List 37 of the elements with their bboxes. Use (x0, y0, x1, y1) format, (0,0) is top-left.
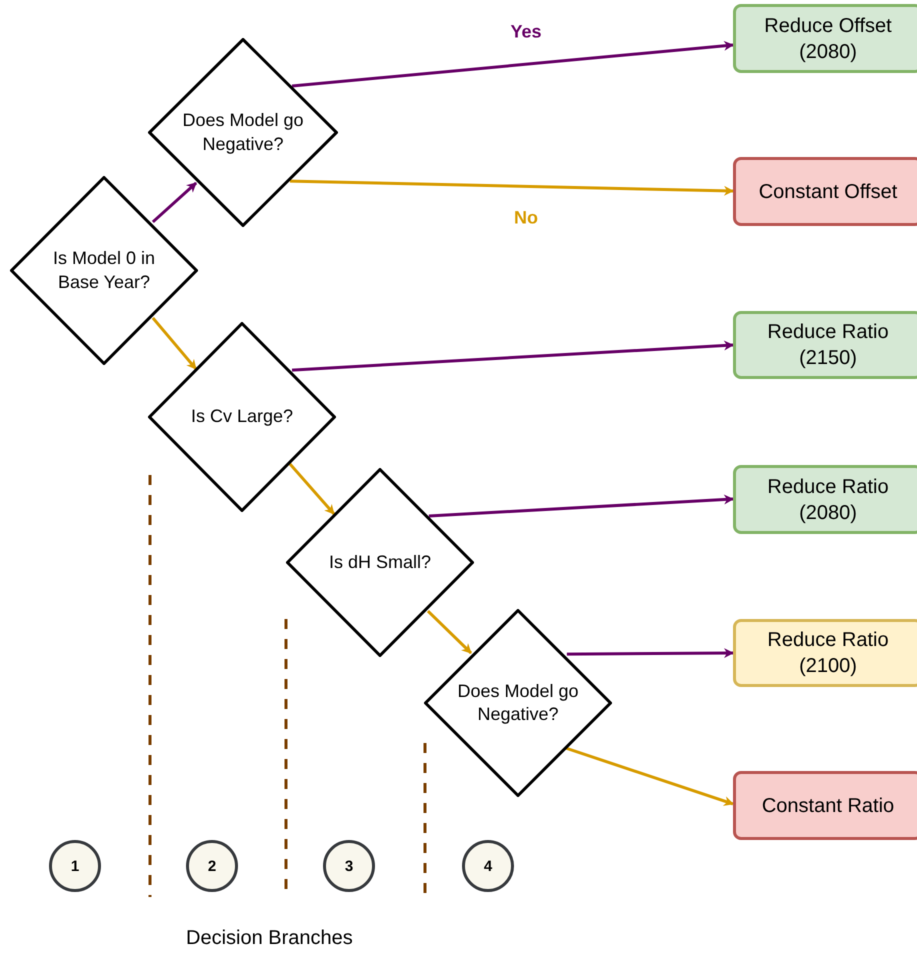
decision-diamond (10, 176, 198, 365)
outcome-box (733, 619, 917, 687)
arrow (152, 182, 198, 224)
arrow (428, 494, 734, 518)
outcome-box (733, 157, 917, 226)
decision-diamond (286, 468, 474, 657)
node-label: Reduce Offset (2080) (763, 14, 893, 64)
arrow (292, 40, 734, 88)
node-label: Does Model go Negative? (181, 109, 305, 156)
node-label: 4 (484, 858, 492, 874)
arrow (292, 340, 734, 372)
arrow (290, 180, 734, 196)
node-label: Does Model go Negative? (456, 680, 580, 726)
node-label: Constant Offset (758, 180, 898, 204)
node-label: Is Cv Large? (190, 405, 294, 428)
outcome-box (733, 4, 917, 73)
node-label: Is Model 0 in Base Year? (52, 247, 156, 294)
node-label: Constant Ratio (760, 794, 896, 818)
outcome-box (733, 465, 917, 534)
decision-diamond (148, 38, 338, 227)
outcome-box (733, 771, 917, 840)
node-label: Reduce Ratio (2080) (766, 474, 890, 526)
arrow (566, 648, 734, 658)
node-label: Reduce Ratio (2150) (766, 320, 890, 371)
node-label: 3 (344, 858, 354, 874)
arrow (426, 610, 472, 654)
decision-diamond (148, 322, 336, 512)
node-label: 1 (70, 858, 80, 874)
arrow (152, 316, 198, 370)
caption-text: Decision Branches (186, 928, 353, 948)
outcome-box (733, 311, 917, 379)
arrow (565, 746, 734, 806)
node-label: Is dH Small? (328, 550, 432, 574)
decision-diamond (424, 609, 612, 797)
arrow (288, 462, 336, 515)
node-label: Reduce Ratio (2100) (766, 628, 890, 679)
node-label: 2 (208, 858, 216, 874)
